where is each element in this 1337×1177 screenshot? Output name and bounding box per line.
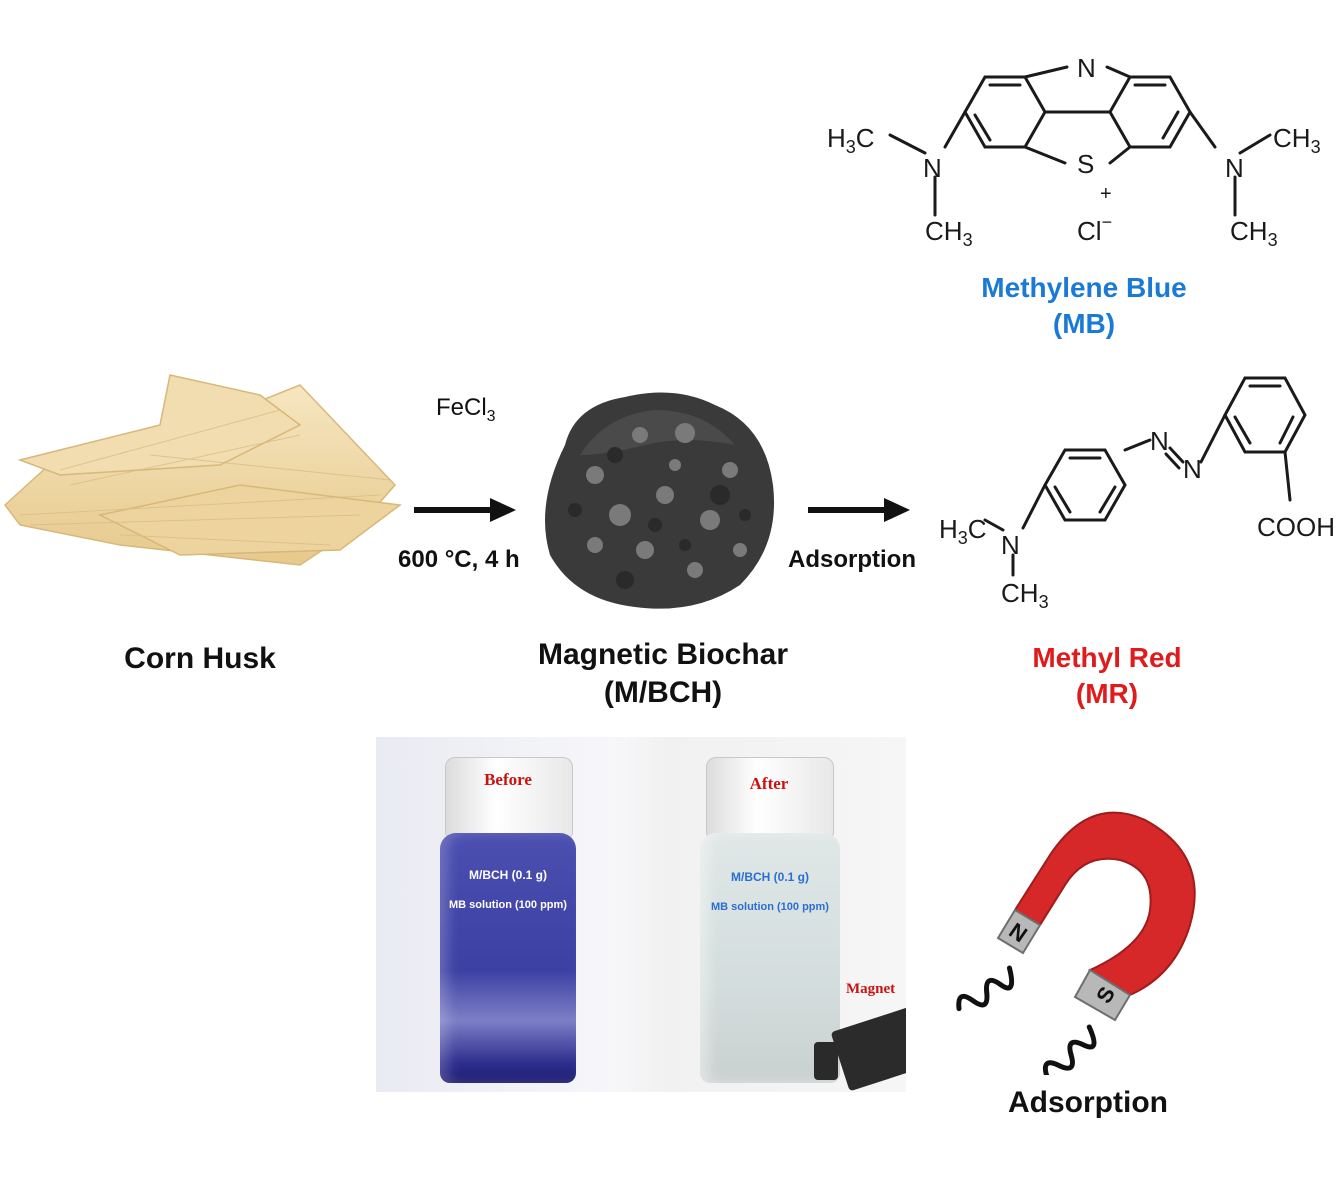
mb-plus: + — [1100, 183, 1112, 205]
biochar-label-line2: (M/BCH) — [603, 676, 723, 709]
mb-label-line1: Methylene Blue — [981, 272, 1187, 303]
conditions-label: 600 °C, 4 h — [398, 546, 520, 573]
mr-n2: N — [1183, 454, 1202, 484]
photo-magnet-label: Magnet — [846, 981, 896, 997]
mr-ch3: CH3 — [1001, 578, 1049, 612]
mr-label-line1: Methyl Red — [1032, 642, 1182, 673]
biochar-particle-image — [545, 392, 775, 609]
before-vial-cap — [445, 757, 573, 837]
mb-n-right: N — [1225, 153, 1244, 183]
mb-n-top: N — [1077, 55, 1096, 83]
horseshoe-magnet-image: N S — [956, 811, 1196, 1075]
mr-label-line2: (MR) — [1075, 678, 1139, 709]
mb-chloride: Cl− — [1077, 212, 1112, 246]
after-vial-body — [700, 833, 840, 1083]
adsorption-step-label: Adsorption — [788, 546, 916, 573]
methylene-blue-structure: N S + N N H3C CH3 CH3 CH3 Cl− — [827, 55, 1321, 250]
before-dose-text: M/BCH (0.1 g) — [469, 868, 547, 882]
mb-ch3-right-top: CH3 — [1273, 123, 1321, 157]
mr-n-amine: N — [1001, 530, 1020, 560]
mb-h3c-left: H3C — [827, 123, 875, 157]
after-solution-text: MB solution (100 ppm) — [711, 901, 829, 913]
mb-ch3-left-bottom: CH3 — [925, 216, 973, 250]
after-label: After — [749, 774, 789, 793]
mb-s: S — [1077, 149, 1094, 179]
magnet-adsorption-label: Adsorption — [1008, 1086, 1168, 1119]
mb-n-left: N — [923, 153, 942, 183]
mr-n1: N — [1150, 426, 1169, 456]
mr-h3c: H3C — [939, 514, 987, 548]
after-vial-cap — [706, 757, 834, 837]
reagent-label: FeCl3 — [436, 394, 496, 426]
mr-cooh: COOH — [1257, 512, 1335, 542]
methyl-red-structure: N N N COOH H3C CH3 — [939, 376, 1335, 612]
before-label: Before — [484, 770, 532, 789]
biochar-label-line1: Magnetic Biochar — [537, 638, 789, 671]
before-vial-body — [440, 833, 576, 1083]
reagent-text: FeCl — [436, 394, 487, 421]
corn-husk-image — [3, 374, 402, 566]
arrow-pyrolysis-icon — [414, 498, 516, 522]
photo-magnet-block — [830, 1004, 906, 1092]
reagent-subscript: 3 — [486, 407, 496, 425]
arrow-adsorption-icon — [808, 498, 910, 522]
before-solution-text: MB solution (100 ppm) — [449, 899, 567, 911]
before-after-photo: Before M/BCH (0.1 g) MB solution (100 pp… — [376, 737, 906, 1092]
adsorbed-biochar — [814, 1042, 838, 1080]
after-dose-text: M/BCH (0.1 g) — [731, 870, 809, 884]
corn-husk-label: Corn Husk — [124, 642, 276, 675]
mb-ch3-right-bottom: CH3 — [1230, 216, 1278, 250]
mb-label-line2: (MB) — [1052, 308, 1116, 339]
